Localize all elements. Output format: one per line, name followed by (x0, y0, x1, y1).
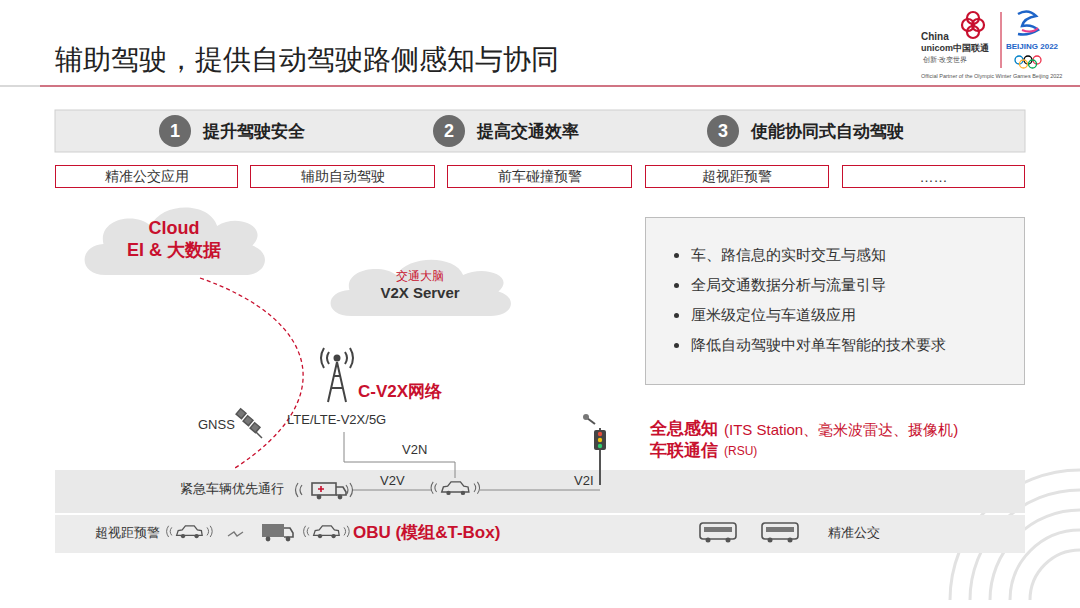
bullet-item: 车、路信息的实时交互与感知 (674, 240, 1014, 270)
cloud-text: Cloud (149, 217, 200, 240)
goal-heading: 使能协同式自动驾驶 (751, 120, 904, 143)
scenario-box: …… (842, 165, 1025, 188)
bus-icon (700, 523, 736, 543)
scenario-box: 超视距预警 (645, 165, 829, 188)
link-lines (344, 432, 600, 490)
box-label: …… (920, 169, 948, 185)
network-label: C-V2X网络 (358, 382, 442, 402)
satellite-icon (236, 409, 262, 438)
box-label: 精准公交应用 (105, 168, 189, 186)
link-name: V2V (380, 474, 405, 489)
cloud-text: V2X Server (380, 284, 459, 303)
bullet-text: 全局交通数据分析与流量引导 (691, 276, 886, 295)
logo-text: unicom中国联通 (921, 43, 989, 53)
scenario-box: 精准公交应用 (55, 165, 238, 188)
logo-note: Official Partner of the Olympic Winter G… (921, 73, 1062, 79)
signal-name: GNSS (198, 418, 235, 433)
box-label: 前车碰撞预警 (498, 168, 582, 186)
ambulance-icon (312, 483, 346, 499)
bullet-dot (674, 343, 679, 348)
goal-number: 2提高交通效率 (433, 115, 465, 147)
feature-note: (ITS Station、毫米波雷达、摄像机) (724, 421, 958, 438)
logo-slogan: 创新·改变世界 (923, 56, 967, 64)
cloud-node: CloudEI & 大数据 (76, 198, 272, 280)
slide-title: 辅助驾驶，提供自动驾驶路侧感知与协同 (55, 44, 559, 76)
car-icon (304, 526, 350, 538)
scenario-label: 精准公交 (828, 526, 880, 541)
device-label: OBU (模组&T-Box) (353, 523, 500, 543)
box-label: 辅助自动驾驶 (301, 168, 385, 186)
bullet-text: 厘米级定位与车道级应用 (691, 306, 856, 325)
goal-heading: 提高交通效率 (477, 120, 579, 143)
goal-band (55, 110, 1025, 152)
bullet-dot (674, 253, 679, 258)
cloud-text: EI & 大数据 (127, 239, 221, 262)
truck-icon (262, 524, 293, 541)
data-link (200, 278, 303, 468)
goal-heading: 提升驾驶安全 (203, 120, 305, 143)
bus-icon (762, 523, 798, 543)
callout-number: 3 (718, 121, 728, 142)
feature-note: (RSU) (724, 445, 757, 459)
link-name: V2I (574, 474, 594, 489)
bullet-item: 厘米级定位与车道级应用 (674, 300, 1014, 330)
feature-panel: 车、路信息的实时交互与感知全局交通数据分析与流量引导厘米级定位与车道级应用降低自… (645, 217, 1025, 385)
signal-name: LTE/LTE-V2X/5G (287, 413, 386, 428)
bullet-item: 全局交通数据分析与流量引导 (674, 270, 1014, 300)
feature-label: 车联通信 (650, 441, 718, 461)
tower-icon (321, 348, 353, 402)
goal-number: 3使能协同式自动驾驶 (707, 115, 739, 147)
scenario-label: 紧急车辆优先通行 (180, 482, 284, 497)
scenario-box: 前车碰撞预警 (447, 165, 632, 188)
callout-number: 1 (170, 121, 180, 142)
bullet-dot (674, 313, 679, 318)
car-icon (167, 526, 213, 538)
cloud-text: 交通大脑 (396, 269, 444, 284)
link-name: V2N (402, 443, 427, 458)
bullet-text: 车、路信息的实时交互与感知 (691, 246, 886, 265)
road-band (55, 470, 1025, 513)
bullet-item: 降低自动驾驶中对单车智能的技术要求 (674, 330, 1014, 360)
cloud-node: 交通大脑V2X Server (322, 252, 518, 320)
bullet-text: 降低自动驾驶中对单车智能的技术要求 (691, 336, 946, 355)
box-label: 超视距预警 (702, 168, 772, 186)
callout-number: 2 (444, 121, 454, 142)
logo-text: BEIJING 2022 (1006, 42, 1058, 51)
beijing-emblem (1015, 11, 1041, 68)
feature-label: 全息感知 (650, 419, 718, 439)
obu-band (55, 515, 1025, 553)
unicom-logo (962, 12, 984, 38)
cloud-shape (76, 198, 272, 280)
signal-icon (228, 532, 243, 536)
scenario-label: 超视距预警 (95, 526, 160, 541)
car-icon (431, 482, 479, 495)
scenario-box: 辅助自动驾驶 (250, 165, 435, 188)
bullet-dot (674, 283, 679, 288)
logo-text: China (921, 31, 949, 43)
goal-number: 1提升驾驶安全 (159, 115, 191, 147)
